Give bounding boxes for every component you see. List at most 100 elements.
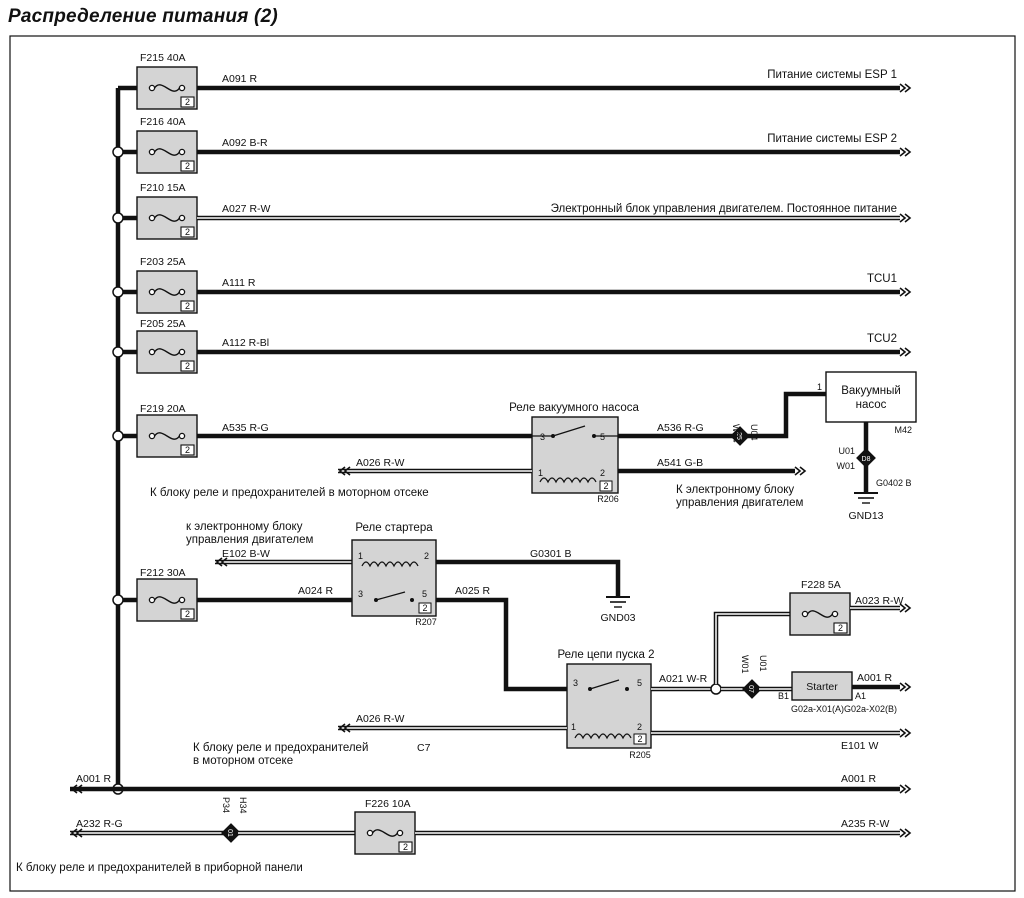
fuse-f228-num: 2 bbox=[838, 623, 843, 633]
arrow-icon bbox=[899, 784, 911, 794]
dest-engine-relay-box-2b: в моторном отсеке bbox=[193, 755, 293, 767]
relay-vacuum-title: Реле вакуумного насоса bbox=[509, 402, 639, 414]
dest-engine-relay-box: К блоку реле и предохранителей в моторно… bbox=[150, 487, 429, 499]
svg-text:P34: P34 bbox=[221, 797, 231, 813]
svg-text:1: 1 bbox=[538, 468, 543, 478]
fuse-f226-num: 2 bbox=[403, 842, 408, 852]
svg-text:B1: B1 bbox=[778, 691, 789, 701]
dest-esp1-label: Питание системы ESP 1 bbox=[767, 69, 897, 81]
starter-connector: G02a-X01(A)G02a-X02(B) bbox=[791, 704, 897, 714]
circuit-start-relay: Реле цепи пуска 2 3 5 1 2 2 R205 A021 W-… bbox=[193, 579, 911, 767]
svg-text:H34: H34 bbox=[238, 797, 248, 814]
svg-text:5: 5 bbox=[637, 678, 642, 688]
ground-gnd03-icon bbox=[606, 596, 630, 608]
fuse-f219-label: F219 20A bbox=[140, 403, 186, 415]
dest-ecu-label: Электронный блок управления двигателем. … bbox=[551, 203, 897, 215]
fuse-f212-num: 2 bbox=[185, 609, 190, 619]
arrow-icon bbox=[899, 682, 911, 692]
wire-a112-label: A112 R-Bl bbox=[222, 337, 269, 349]
diagram-frame bbox=[9, 35, 1016, 892]
wire-e101-label: E101 W bbox=[841, 740, 878, 752]
wire-a541-label: A541 G-B bbox=[657, 457, 703, 469]
svg-text:A1: A1 bbox=[855, 691, 866, 701]
wire-a535-label: A535 R-G bbox=[222, 422, 269, 434]
fuse-f216-num: 2 bbox=[185, 161, 190, 171]
connector-w04-u04: 25 W04 U04 bbox=[730, 424, 759, 446]
vacuum-pump-label-2: насос bbox=[856, 399, 887, 411]
wire-a021-label: A021 W-R bbox=[659, 673, 708, 685]
dest-c7: C7 bbox=[417, 742, 431, 754]
svg-text:2: 2 bbox=[637, 722, 642, 732]
dest-ecu-to-2: управления двигателем bbox=[186, 534, 314, 546]
arrow-icon bbox=[899, 213, 911, 223]
relay-starter-id: R207 bbox=[415, 617, 437, 627]
svg-text:3: 3 bbox=[573, 678, 578, 688]
main-power-bus bbox=[112, 85, 137, 795]
relay-vacuum-box bbox=[531, 416, 619, 494]
page-title: Распределение питания (2) bbox=[8, 6, 278, 27]
fuse-f203-label: F203 25A bbox=[140, 256, 186, 268]
vacuum-pump-label-1: Вакуумный bbox=[841, 385, 901, 397]
svg-text:2: 2 bbox=[422, 603, 427, 613]
svg-text:1: 1 bbox=[817, 382, 822, 392]
wire-a023-label: A023 R-W bbox=[855, 595, 904, 607]
fuse-f210-num: 2 bbox=[185, 227, 190, 237]
svg-text:1: 1 bbox=[358, 551, 363, 561]
circuit-a001: A001 R A001 R bbox=[70, 773, 911, 794]
arrow-icon bbox=[794, 466, 806, 476]
dest-tcu2-label: TCU2 bbox=[867, 333, 897, 345]
svg-text:W04: W04 bbox=[731, 424, 741, 443]
wire-g0402-label: G0402 B bbox=[876, 478, 912, 488]
fuse-f212-label: F212 30A bbox=[140, 567, 186, 579]
arrow-icon bbox=[899, 728, 911, 738]
wire-a001-right-label: A001 R bbox=[841, 773, 876, 785]
svg-text:2: 2 bbox=[600, 468, 605, 478]
dest-instrument-panel-box: К блоку реле и предохранителей в приборн… bbox=[16, 862, 303, 874]
ground-gnd03-label: GND03 bbox=[600, 612, 635, 624]
fuse-f215-num: 2 bbox=[185, 97, 190, 107]
ground-gnd13-label: GND13 bbox=[848, 510, 883, 522]
circuit-f215: F215 40A 2 A091 R Питание системы ESP 1 bbox=[136, 52, 911, 110]
vacuum-pump-box bbox=[825, 371, 917, 423]
arrow-icon bbox=[899, 83, 911, 93]
dest-engine-relay-box-2a: К блоку реле и предохранителей bbox=[193, 742, 368, 754]
dest-ecu-block-1: К электронному блоку bbox=[676, 484, 794, 496]
wire-a232-label: A232 R-G bbox=[76, 818, 123, 830]
svg-text:3: 3 bbox=[358, 589, 363, 599]
fuse-f216-label: F216 40A bbox=[140, 116, 186, 128]
arrow-icon bbox=[899, 287, 911, 297]
relay-vacuum-id: R206 bbox=[597, 494, 619, 504]
wire-g0301-label: G0301 B bbox=[530, 548, 571, 560]
svg-text:2: 2 bbox=[424, 551, 429, 561]
svg-text:U01: U01 bbox=[838, 446, 855, 456]
svg-text:U04: U04 bbox=[749, 424, 759, 441]
wire-a091-label: A091 R bbox=[222, 73, 257, 85]
fuse-f203-num: 2 bbox=[185, 301, 190, 311]
svg-text:W01: W01 bbox=[740, 655, 750, 674]
dest-tcu1-label: TCU1 bbox=[867, 273, 897, 285]
wire-a001-starter-label: A001 R bbox=[857, 672, 892, 684]
circuit-f203: F203 25A 2 A111 R TCU1 bbox=[136, 256, 911, 314]
arrow-icon bbox=[899, 347, 911, 357]
circuit-f205: F205 25A 2 A112 R-Bl TCU2 bbox=[136, 318, 911, 374]
circuit-f216: F216 40A 2 A092 B-R Питание системы ESP … bbox=[136, 116, 911, 174]
connector-u01-w01: D8 U01 W01 bbox=[836, 446, 876, 471]
svg-text:5: 5 bbox=[600, 432, 605, 442]
relay-start-id: R205 bbox=[629, 750, 651, 760]
fuse-f228-label: F228 5A bbox=[801, 579, 841, 591]
fuse-f226-label: F226 10A bbox=[365, 798, 411, 810]
fuse-f215-label: F215 40A bbox=[140, 52, 186, 64]
connector-w01-u01: 07 W01 U01 bbox=[740, 655, 768, 699]
svg-text:W01: W01 bbox=[836, 461, 855, 471]
fuse-f205-num: 2 bbox=[185, 361, 190, 371]
svg-text:1: 1 bbox=[571, 722, 576, 732]
circuit-f210: F210 15A 2 A027 R-W Электронный блок упр… bbox=[136, 182, 911, 240]
wire-a001-left-label: A001 R bbox=[76, 773, 111, 785]
connector-p34-h34: 01 P34 H34 bbox=[221, 797, 248, 843]
svg-text:U01: U01 bbox=[758, 655, 768, 672]
fuse-f205-label: F205 25A bbox=[140, 318, 186, 330]
svg-text:5: 5 bbox=[422, 589, 427, 599]
dest-ecu-block-2: управления двигателем bbox=[676, 497, 804, 509]
wire-a025-label: A025 R bbox=[455, 585, 490, 597]
ground-gnd13-icon bbox=[854, 492, 878, 504]
